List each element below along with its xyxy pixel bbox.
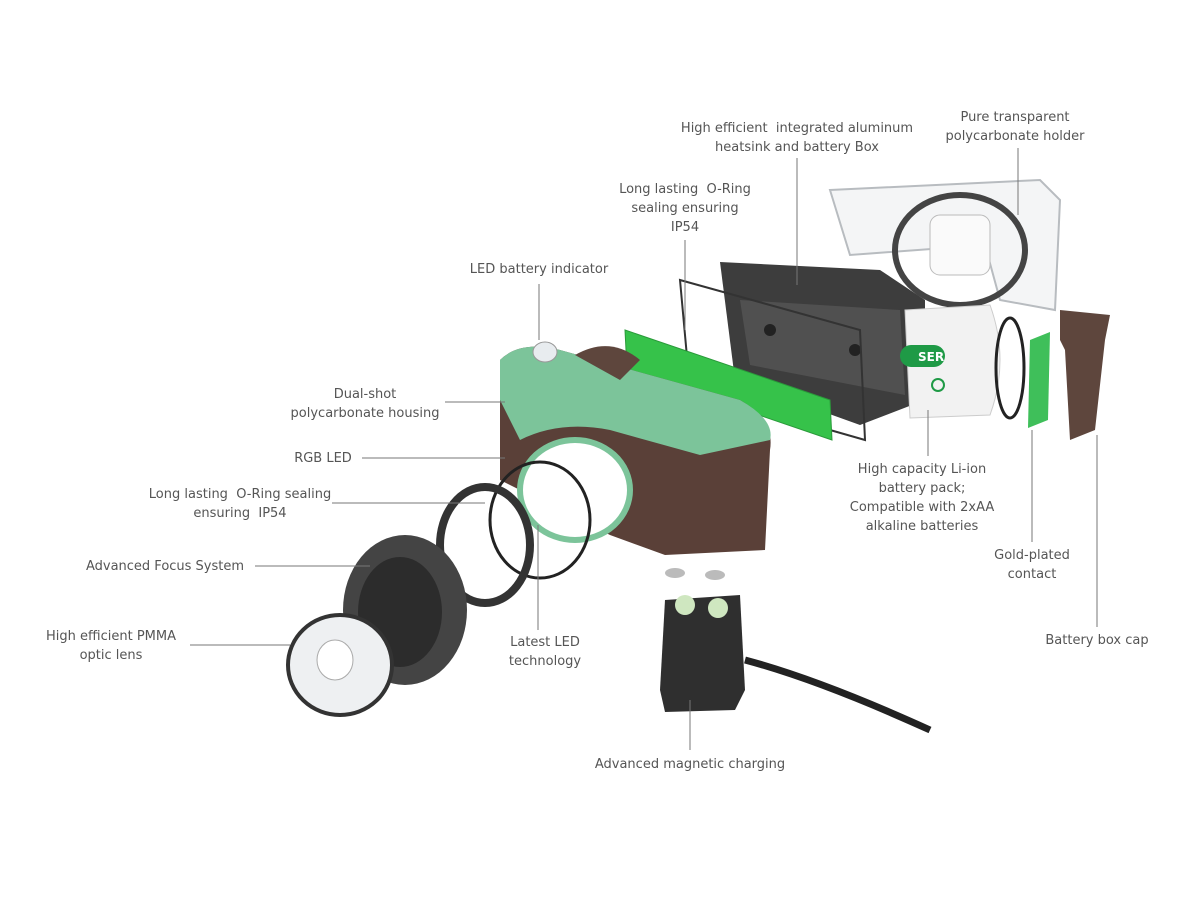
focus-ring-inner xyxy=(436,483,534,607)
label-battery-indicator: LED battery indicator xyxy=(469,262,609,277)
dual-shot-housing xyxy=(500,341,771,555)
label-focus-system: Advanced Focus System xyxy=(85,559,245,574)
label-battery-box-cap: Battery box cap xyxy=(1045,633,1149,648)
li-ion-battery-pack: SER xyxy=(900,304,1001,419)
battery-brand-text: SER xyxy=(918,350,944,364)
battery-box-cap xyxy=(1060,310,1110,440)
label-magnetic-charging: Advanced magnetic charging xyxy=(594,757,786,772)
front-o-ring xyxy=(488,460,592,580)
leader-lines xyxy=(190,148,1098,750)
label-rgb-led: RGB LED xyxy=(294,451,352,466)
polycarbonate-holder xyxy=(828,178,1062,312)
battery-o-ring xyxy=(994,316,1026,420)
magnetic-charger xyxy=(660,568,932,734)
gold-plated-contact-board xyxy=(1028,332,1050,428)
